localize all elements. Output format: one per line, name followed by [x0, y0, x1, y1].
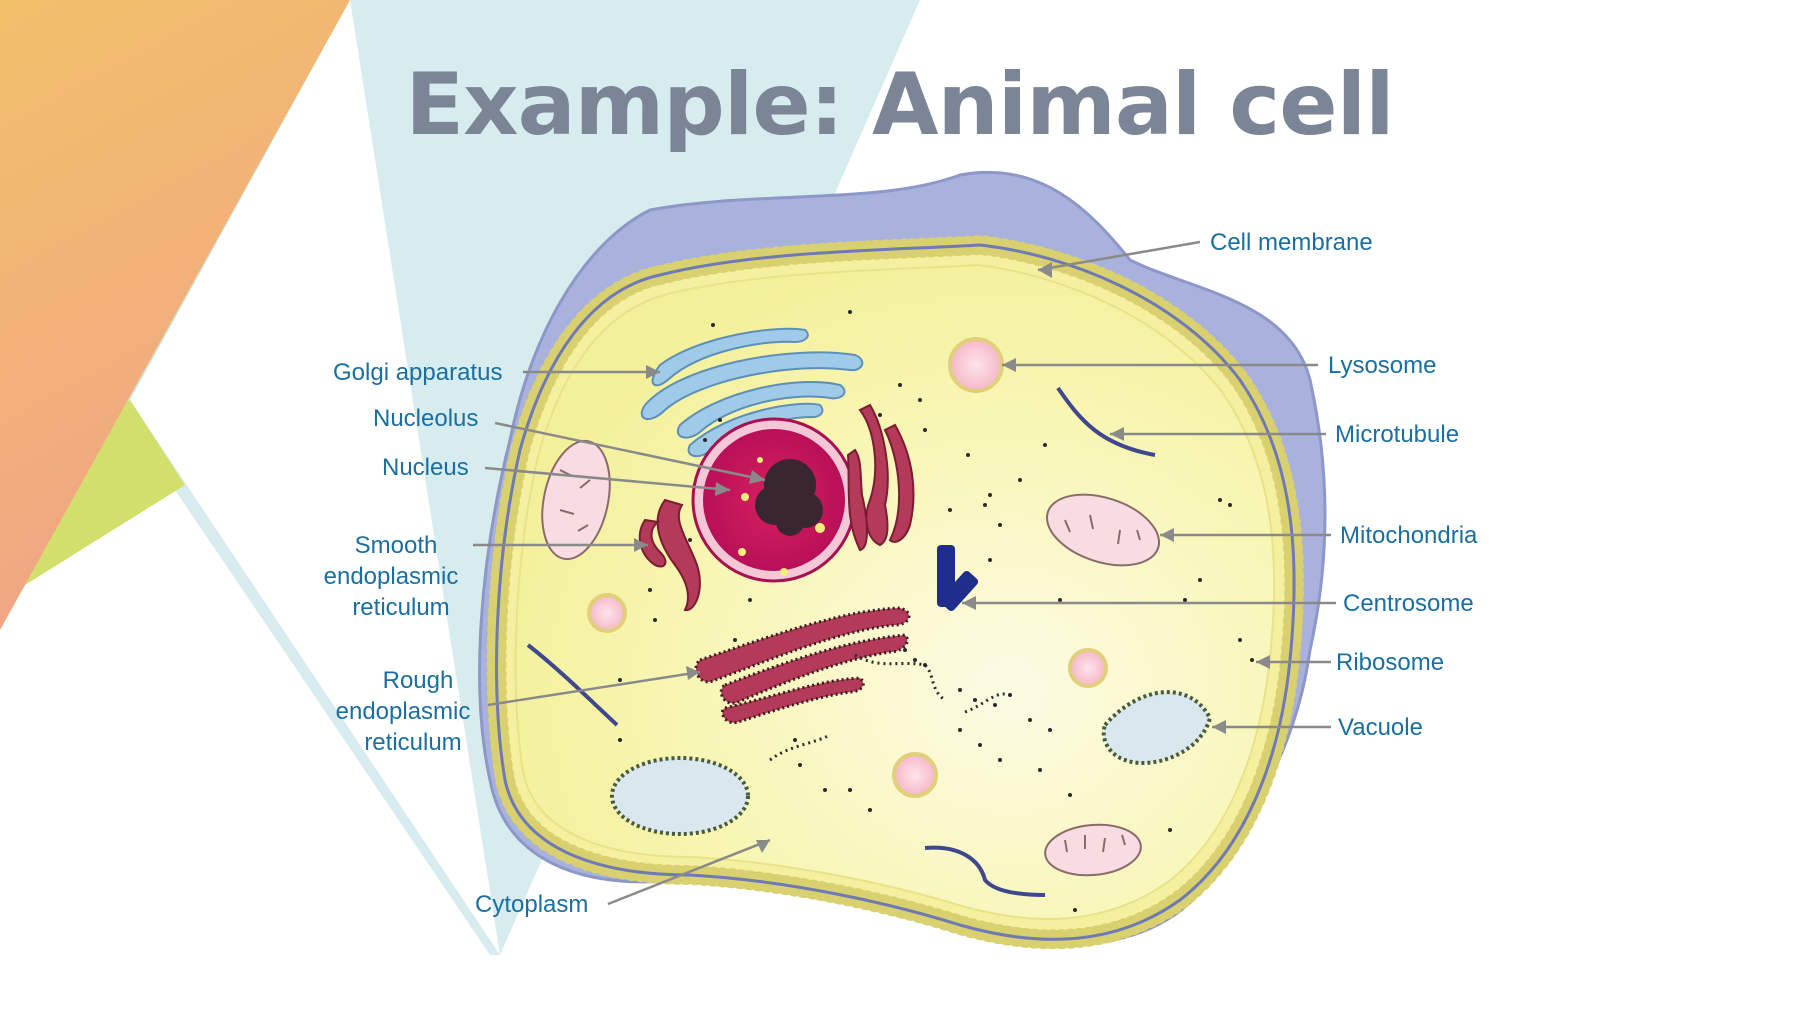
label-cytoplasm: Cytoplasm	[475, 891, 589, 918]
lysosome-small-bottom	[892, 752, 938, 798]
smooth-er	[638, 403, 915, 612]
mitochondrion-right	[1045, 493, 1161, 567]
lysosome-main	[948, 337, 1004, 393]
ribosomes	[618, 310, 1254, 912]
label-cell-membrane: Cell membrane	[1210, 229, 1373, 256]
label-rough-er-line1: Rough	[382, 667, 454, 694]
label-smooth-er-line2: endoplasmic	[323, 563, 459, 590]
mitochondria-group	[541, 439, 1161, 877]
leader-cell-membrane	[1037, 240, 1201, 272]
label-rough-er: Rough endoplasmic reticulum	[328, 665, 478, 758]
leader-nucleus	[484, 466, 731, 492]
golgi-apparatus	[640, 327, 864, 458]
mitochondrion-left	[541, 439, 611, 561]
label-mitochondria: Mitochondria	[1340, 522, 1478, 549]
mitochondria-cristae	[559, 469, 1141, 853]
label-ribosome: Ribosome	[1336, 649, 1445, 676]
nucleolus	[755, 459, 823, 536]
label-smooth-er-line3: reticulum	[352, 594, 450, 621]
rough-er	[694, 606, 911, 725]
lysosomes	[587, 337, 1108, 798]
label-nucleus: Nucleus	[382, 454, 469, 481]
lysosome-small-right	[1068, 648, 1108, 688]
label-golgi-apparatus: Golgi apparatus	[333, 359, 503, 386]
bg-orange-triangle	[0, 0, 350, 630]
vacuole-right	[1101, 690, 1213, 765]
label-nucleolus: Nucleolus	[373, 405, 479, 432]
label-centrosome: Centrosome	[1343, 590, 1474, 617]
mitochondrion-bottom	[1044, 823, 1142, 877]
label-microtubule: Microtubule	[1335, 421, 1460, 448]
vacuole-bottom-left	[610, 756, 750, 836]
label-vacuole: Vacuole	[1338, 714, 1423, 741]
lysosome-small-left	[587, 593, 627, 633]
nuclear-pores	[738, 457, 825, 576]
label-lysosome: Lysosome	[1328, 352, 1437, 379]
vacuoles	[610, 690, 1213, 836]
label-smooth-er: Smooth endoplasmic reticulum	[316, 530, 466, 623]
label-rough-er-line3: reticulum	[364, 729, 462, 756]
leader-cytoplasm	[607, 838, 771, 906]
leader-rough-er	[487, 670, 701, 707]
leader-nucleolus	[494, 421, 766, 482]
bg-lightblue-lower	[130, 400, 500, 955]
page-title: Example: Animal cell	[405, 55, 1394, 155]
label-smooth-er-line1: Smooth	[354, 532, 438, 559]
centrosome	[937, 545, 979, 611]
microtubules	[526, 386, 1156, 897]
label-rough-er-line2: endoplasmic	[335, 698, 471, 725]
cell-membrane-inner-line	[495, 243, 1296, 941]
ribosome-chains	[769, 653, 1011, 762]
leader-lines	[473, 240, 1336, 906]
leader-arrowheads	[634, 262, 1270, 853]
